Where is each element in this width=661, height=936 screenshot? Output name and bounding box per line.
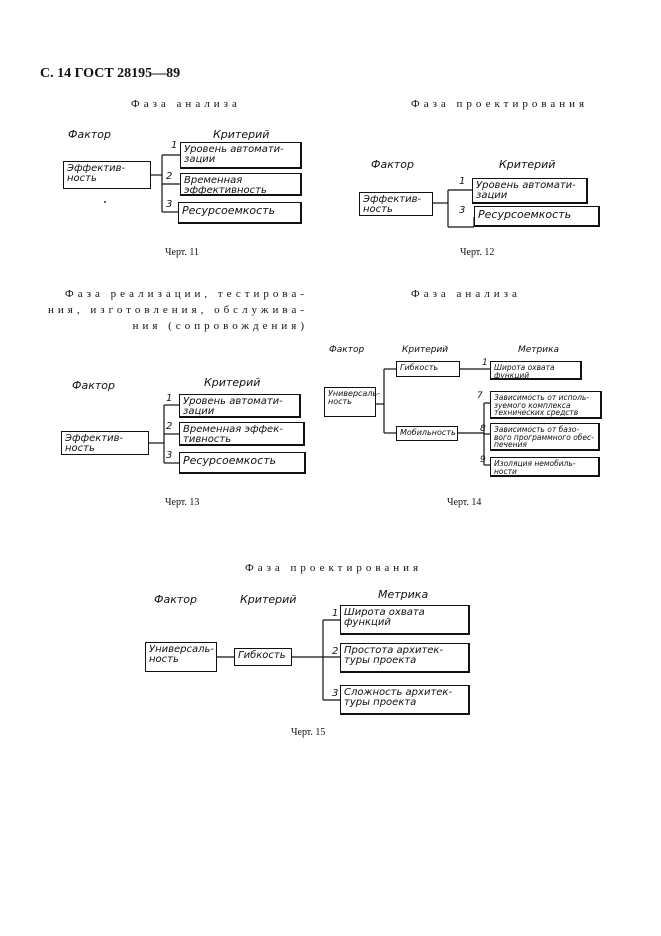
fig11-phase-title: Фаза анализа [131, 98, 241, 110]
fig13-criterion-num-2: 2 [166, 421, 173, 432]
fig11-criterion-3: Ресурсоемкость [178, 202, 302, 224]
fig12-factor-header: Фактор [371, 158, 414, 171]
fig13-caption: Черт. 13 [165, 497, 200, 508]
fig14-factor-header: Фактор [329, 345, 365, 355]
fig14-metric-9: Изоляция немобиль- ности [490, 457, 600, 477]
fig13-criterion-1: Уровень автомати- зации [179, 394, 301, 418]
fig15-criterion-box: Гибкость [234, 648, 292, 666]
fig14-metric-header: Метрика [518, 345, 560, 355]
fig15-metric-header: Метрика [378, 588, 429, 601]
fig13-factor-header: Фактор [72, 379, 115, 392]
fig15-factor-box: Универсаль- ность [145, 642, 217, 672]
fig15-metric-3: Сложность архитек- туры проекта [340, 685, 470, 715]
fig11-criterion-1: Уровень автомати- зации [180, 142, 302, 169]
fig11-factor-box: Эффектив- ность [63, 161, 151, 189]
fig14-phase-title: Фаза анализа [411, 288, 521, 300]
fig12-criterion-3: Ресурсоемкость [474, 206, 600, 227]
fig12-phase-title: Фаза проектирования [411, 98, 589, 110]
fig11-criterion-header: Критерий [213, 128, 270, 141]
fig12-criterion-1: Уровень автомати- зации [472, 178, 588, 204]
fig11-criterion-num-2: 2 [166, 171, 173, 182]
fig14-factor-box: Универсаль- ность [324, 387, 380, 417]
fig15-metric-num-2: 2 [332, 646, 339, 657]
fig15-caption: Черт. 15 [291, 727, 326, 738]
fig14-metric-num-1: 1 [482, 358, 488, 368]
fig14-metric-7: Зависимость от исполь- зуемого комплекса… [490, 391, 602, 419]
fig12-factor-box: Эффектив- ность [359, 192, 433, 216]
fig15-phase-title: Фаза проектирования [245, 562, 423, 574]
fig14-metric-num-9: 9 [480, 455, 486, 465]
fig12-criterion-num-1: 1 [459, 176, 466, 187]
page-header: С. 14 ГОСТ 28195—89 [40, 66, 181, 81]
fig13-criterion-2: Временная эффек- тивность [179, 422, 305, 446]
fig15-metric-2: Простота архитек- туры проекта [340, 643, 470, 673]
fig14-criterion-2: Мобильность [396, 426, 458, 441]
fig14-criterion-header: Критерий [402, 345, 449, 355]
fig13-criterion-header: Критерий [204, 376, 261, 389]
fig13-phase-title: Фаза реализации, тестирова- ния, изготов… [48, 288, 308, 332]
fig15-metric-num-1: 1 [332, 608, 339, 619]
fig13-criterion-3: Ресурсоемкость [179, 452, 306, 474]
fig11-criterion-num-1: 1 [171, 140, 178, 151]
fig15-factor-header: Фактор [154, 593, 197, 606]
fig14-metric-8: Зависимость от базо- вого программного о… [490, 423, 600, 451]
fig12-caption: Черт. 12 [460, 247, 495, 258]
fig13-criterion-num-1: 1 [166, 393, 173, 404]
fig13-criterion-num-3: 3 [166, 450, 173, 461]
fig14-metric-1: Широта охвата функций [490, 361, 582, 380]
fig13-factor-box: Эффектив- ность [61, 431, 149, 455]
fig11-criterion-num-3: 3 [166, 199, 173, 210]
fig11-criterion-2: Временная эффективность [180, 173, 302, 196]
fig14-metric-num-7: 7 [477, 391, 483, 401]
fig15-criterion-header: Критерий [240, 593, 297, 606]
fig11-dot [104, 201, 106, 203]
fig12-criterion-num-3: 3 [459, 205, 466, 216]
fig11-caption: Черт. 11 [165, 247, 200, 258]
fig12-criterion-header: Критерий [499, 158, 556, 171]
fig14-caption: Черт. 14 [447, 497, 482, 508]
fig15-metric-num-3: 3 [332, 688, 339, 699]
fig11-factor-header: Фактор [68, 128, 111, 141]
fig14-metric-num-8: 8 [480, 424, 486, 434]
fig15-metric-1: Широта охвата функций [340, 605, 470, 635]
fig14-criterion-1: Гибкость [396, 361, 460, 377]
